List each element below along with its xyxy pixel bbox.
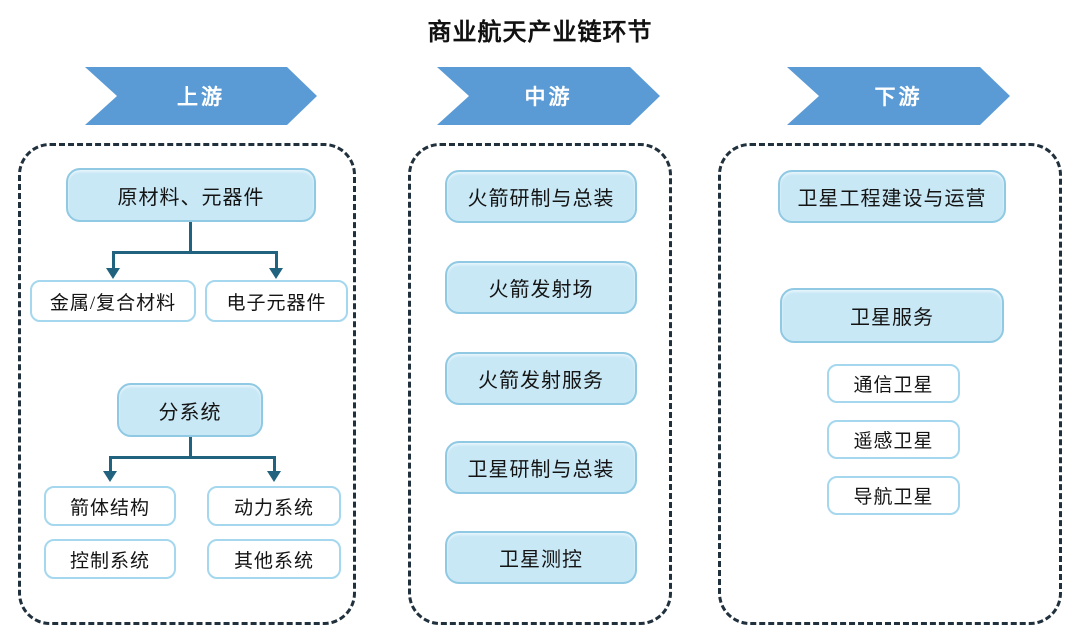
arrowhead-down-icon — [106, 268, 120, 279]
node-metal-composite-materials: 金属/复合材料 — [30, 280, 196, 322]
stage-arrow-downstream-label: 下游 — [874, 85, 923, 109]
node-communication-satellite: 通信卫星 — [827, 364, 960, 403]
connector-drop-right — [273, 456, 276, 472]
node-electronic-components: 电子元器件 — [205, 280, 348, 322]
diagram-title: 商业航天产业链环节 — [427, 20, 653, 46]
node-other-system: 其他系统 — [207, 539, 341, 579]
arrowhead-down-icon — [269, 268, 283, 279]
upstream-container — [18, 143, 356, 625]
node-subsystem: 分系统 — [117, 383, 263, 437]
stage-arrow-upstream-label: 上游 — [177, 85, 225, 109]
node-satellite-service: 卫星服务 — [780, 288, 1004, 343]
stage-arrow-downstream: 下游 — [787, 67, 1010, 125]
stage-arrow-midstream: 中游 — [437, 67, 660, 125]
connector-drop-right — [275, 251, 278, 269]
connector-drop-left — [109, 456, 112, 472]
connector-branch — [112, 251, 278, 254]
node-power-system: 动力系统 — [207, 486, 341, 526]
node-satellite-development-assembly: 卫星研制与总装 — [445, 441, 637, 494]
stage-arrow-midstream-label: 中游 — [524, 85, 573, 109]
connector-branch — [109, 456, 276, 459]
arrowhead-down-icon — [103, 471, 117, 482]
arrowhead-down-icon — [267, 471, 281, 482]
node-satellite-engineering-construction-operation: 卫星工程建设与运营 — [778, 170, 1006, 223]
node-rocket-development-assembly: 火箭研制与总装 — [445, 170, 637, 223]
node-rocket-launch-service: 火箭发射服务 — [445, 352, 637, 405]
node-remote-sensing-satellite: 遥感卫星 — [827, 420, 960, 459]
node-rocket-body-structure: 箭体结构 — [44, 486, 176, 526]
node-navigation-satellite: 导航卫星 — [827, 476, 960, 515]
node-rocket-launch-site: 火箭发射场 — [445, 261, 637, 314]
midstream-container — [408, 143, 672, 625]
connector-stem — [189, 222, 192, 253]
downstream-container — [718, 143, 1062, 625]
node-raw-materials: 原材料、元器件 — [66, 168, 316, 222]
node-control-system: 控制系统 — [44, 539, 176, 579]
node-satellite-tracking-control: 卫星测控 — [445, 531, 637, 584]
stage-arrow-upstream: 上游 — [85, 67, 317, 125]
connector-drop-left — [112, 251, 115, 269]
connector-stem — [189, 437, 192, 459]
